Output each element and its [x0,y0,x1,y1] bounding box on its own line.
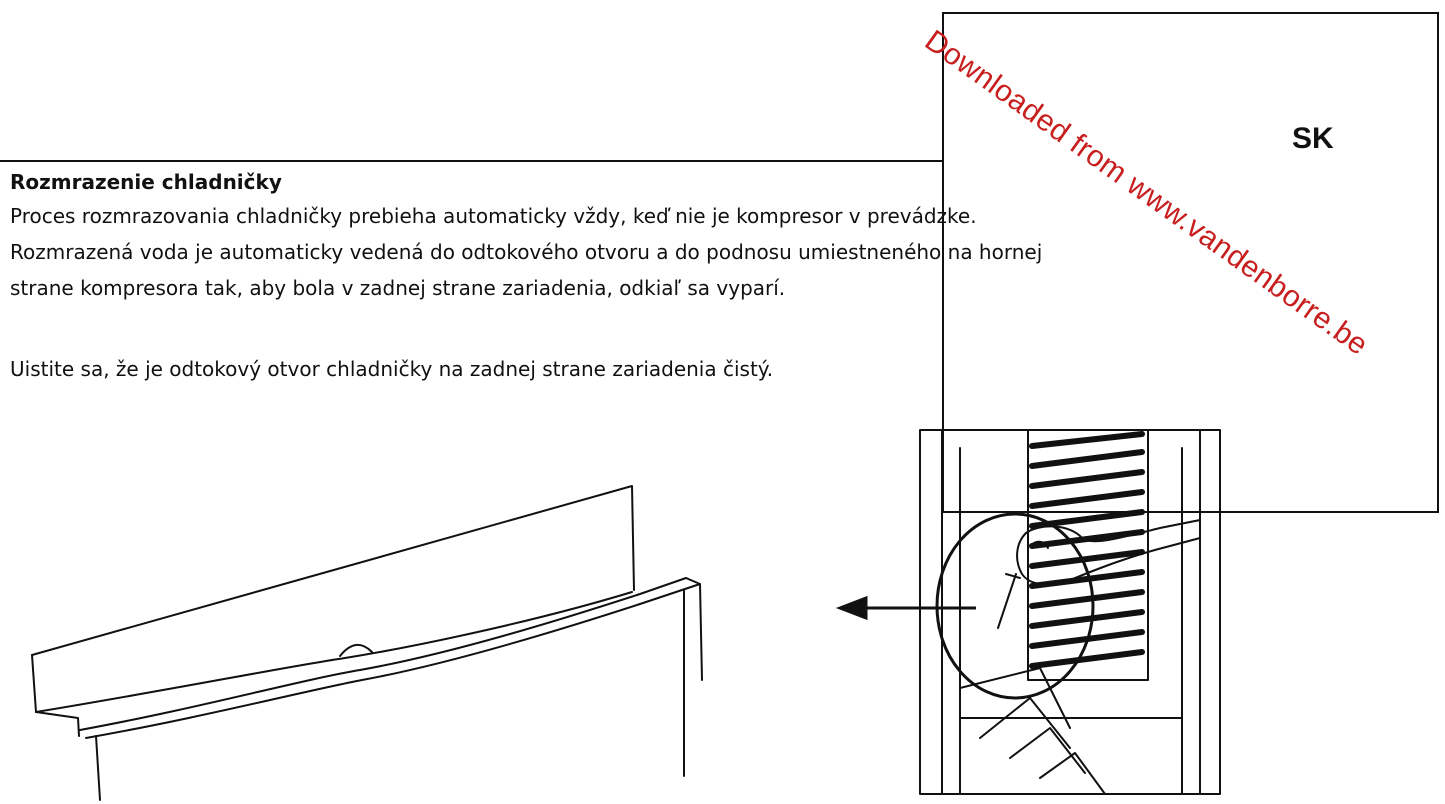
paragraph-line-3: strane kompresora tak, aby bola v zadnej… [10,276,786,300]
paragraph-2: Uistite sa, že je odtokový otvor chladni… [10,357,774,381]
header-divider [0,160,942,162]
paragraph-line-1: Proces rozmrazovania chladničky prebieha… [10,204,977,228]
fridge-drain-cleaning-illustration [835,429,1221,795]
drain-channel-illustration [31,485,703,801]
watermark-frame [942,12,1439,513]
language-code: SK [1292,122,1334,155]
paragraph-line-2: Rozmrazená voda je automaticky vedená do… [10,240,1043,264]
section-title: Rozmrazenie chladničky [10,170,282,194]
